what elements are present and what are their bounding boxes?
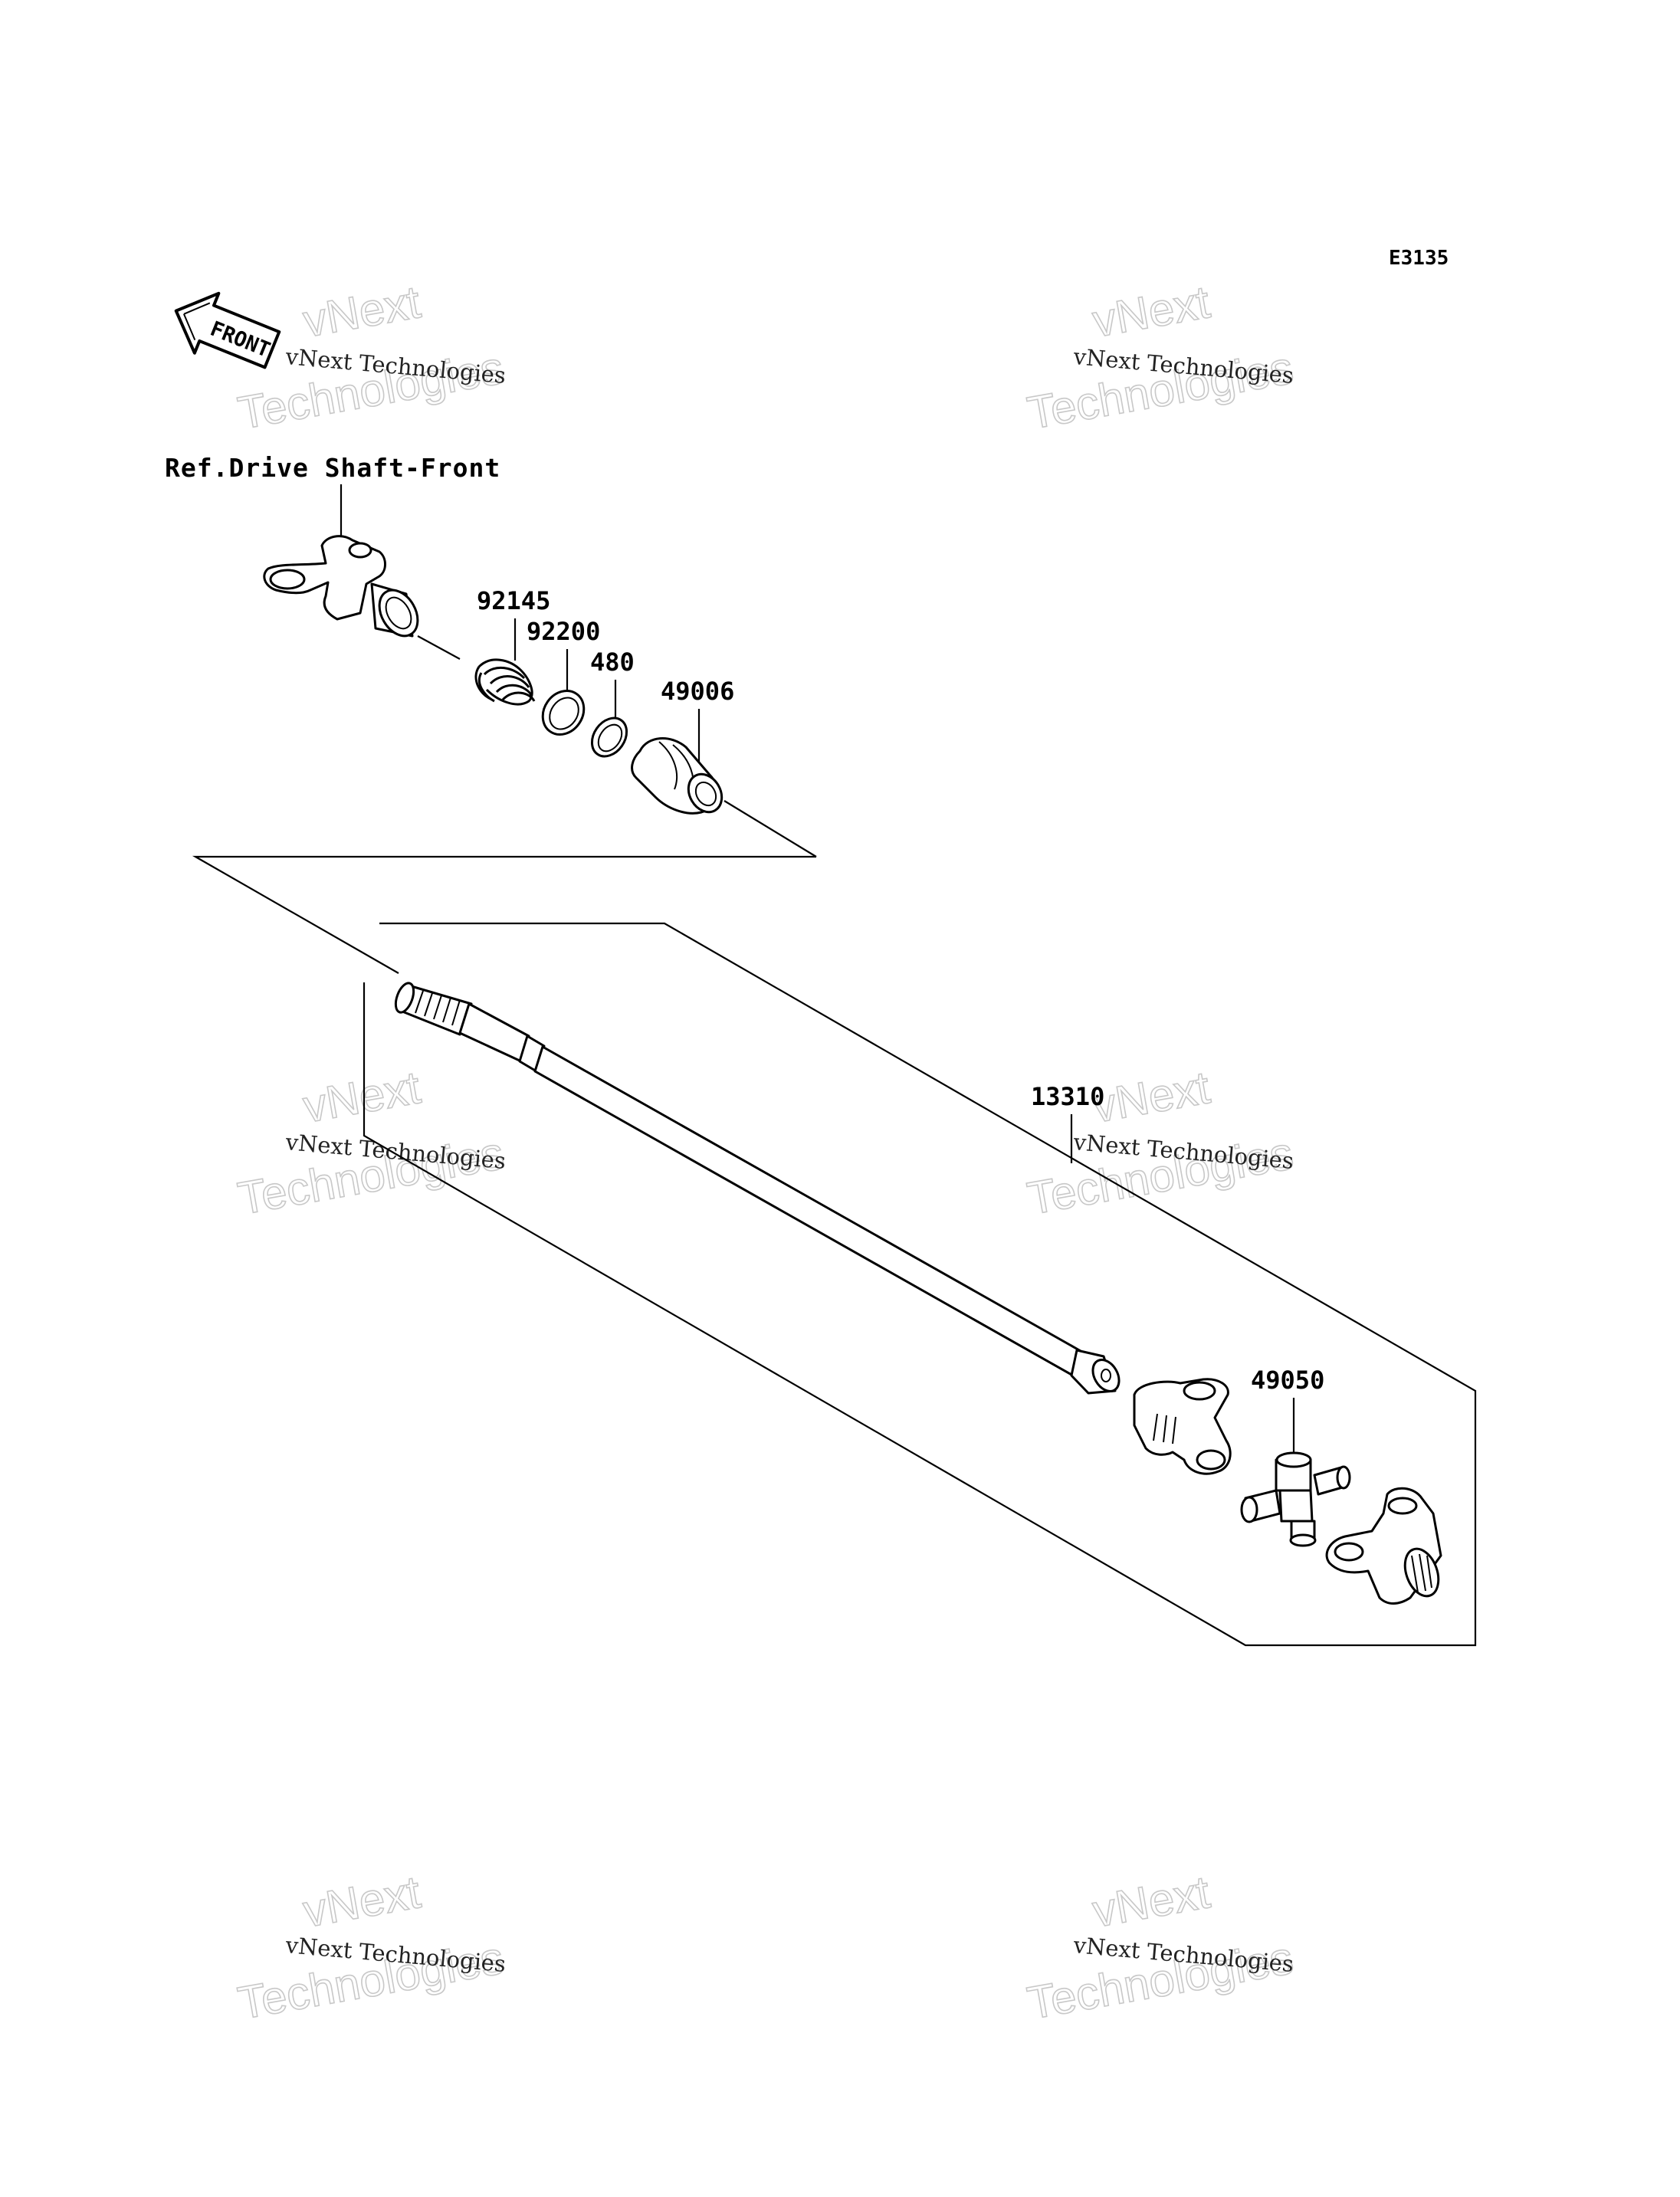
end-yoke [1325,1487,1442,1605]
watermark-top-left: vNext Technologies vNext Technologies [234,275,508,439]
svg-text:vNext: vNext [1089,1866,1214,1937]
diagram-code: E3135 [1389,247,1449,270]
circlip-part [590,716,628,758]
watermark-top-right: vNext Technologies vNext Technologies [1023,275,1298,439]
callout-92145: 92145 [477,586,550,615]
upper-group-bracket [192,855,816,974]
spring-part [474,658,536,706]
shaft-group-bracket [363,922,1477,1647]
svg-text:vNext: vNext [300,276,425,347]
callout-13310: 13310 [1031,1082,1104,1111]
watermark-mid-left: vNext Technologies vNext Technologies [234,1061,508,1225]
svg-text:vNext: vNext [300,1866,425,1937]
callout-49006: 49006 [661,677,734,706]
drive-shaft [394,982,1121,1395]
front-yoke [263,535,419,638]
boot-axis-line [724,800,817,857]
boot-part [631,737,724,815]
svg-text:vNext: vNext [300,1061,425,1133]
reference-label: Ref.Drive Shaft-Front [165,453,500,483]
watermark-bottom-left: vNext Technologies vNext Technologies [234,1865,508,2029]
front-arrow-icon: FRONT [174,291,281,369]
universal-joint-part [1240,1451,1351,1547]
callout-49050: 49050 [1251,1366,1324,1395]
shaft-yoke [1133,1378,1232,1475]
svg-text:vNext: vNext [1089,1061,1214,1133]
callout-92200: 92200 [527,617,600,646]
svg-text:vNext: vNext [1089,276,1214,347]
washer-part [541,690,586,736]
callout-480: 480 [590,648,635,677]
yoke-axis-line [417,635,461,660]
watermark-bottom-right: vNext Technologies vNext Technologies [1023,1865,1298,2029]
